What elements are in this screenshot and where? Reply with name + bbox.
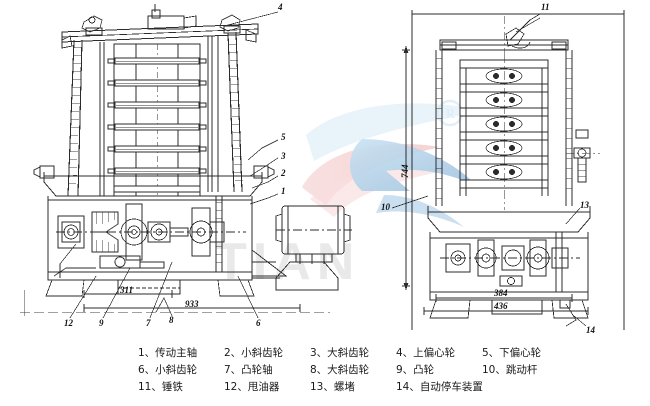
- dimension-744: 744: [400, 164, 410, 179]
- legend-item-13: 13、螺堵: [310, 381, 355, 393]
- callout-14: 14: [586, 325, 595, 335]
- callout-8: 8: [169, 315, 174, 325]
- right-side-view: [391, 10, 625, 330]
- callout-9: 9: [99, 318, 104, 328]
- left-view-annotations: [69, 11, 279, 319]
- legend-item-12: 12、甩油器: [224, 381, 280, 393]
- legend-item-5: 5、下偏心轮: [482, 347, 542, 359]
- dimension-384: 384: [494, 288, 508, 298]
- legend-item-9: 9、凸轮: [396, 364, 435, 376]
- callout-12: 12: [64, 318, 73, 328]
- callout-2: 2: [281, 168, 286, 178]
- callout-11: 11: [541, 2, 550, 12]
- dimension-933: 933: [185, 299, 199, 309]
- callout-13: 13: [580, 200, 589, 210]
- callout-10: 10: [381, 202, 390, 212]
- callout-4: 4: [278, 2, 283, 12]
- legend-item-6: 6、小斜齿轮: [138, 364, 198, 376]
- callout-3: 3: [281, 151, 286, 161]
- legend-item-2: 2、小斜齿轮: [224, 347, 284, 359]
- legend-row-3: 11、锤铁 12、甩油器 13、螺堵 14、自动停车装置: [0, 378, 650, 395]
- left-front-view: [33, 4, 352, 297]
- legend-item-1: 1、传动主轴: [138, 347, 198, 359]
- legend-item-4: 4、上偏心轮: [396, 347, 456, 359]
- legend-row-2: 6、小斜齿轮 7、凸轮轴 8、大斜齿轮 9、凸轮 10、跳动杆: [0, 361, 650, 378]
- callout-7: 7: [146, 318, 151, 328]
- legend-item-14: 14、自动停车装置: [396, 381, 483, 393]
- callout-6: 6: [256, 318, 261, 328]
- legend-item-7: 7、凸轮轴: [224, 364, 273, 376]
- legend-item-3: 3、大斜齿轮: [310, 347, 370, 359]
- dimension-311: 311: [120, 285, 134, 295]
- legend-item-10: 10、跳动杆: [482, 364, 538, 376]
- parts-legend: 1、传动主轴 2、小斜齿轮 3、大斜齿轮 4、上偏心轮 5、下偏心轮 6、小斜齿…: [0, 344, 650, 395]
- callout-5: 5: [281, 132, 286, 142]
- dimension-436: 436: [494, 301, 508, 311]
- legend-item-8: 8、大斜齿轮: [310, 364, 370, 376]
- legend-item-11: 11、锤铁: [138, 381, 183, 393]
- legend-row-1: 1、传动主轴 2、小斜齿轮 3、大斜齿轮 4、上偏心轮 5、下偏心轮: [0, 344, 650, 361]
- callout-1: 1: [281, 186, 286, 196]
